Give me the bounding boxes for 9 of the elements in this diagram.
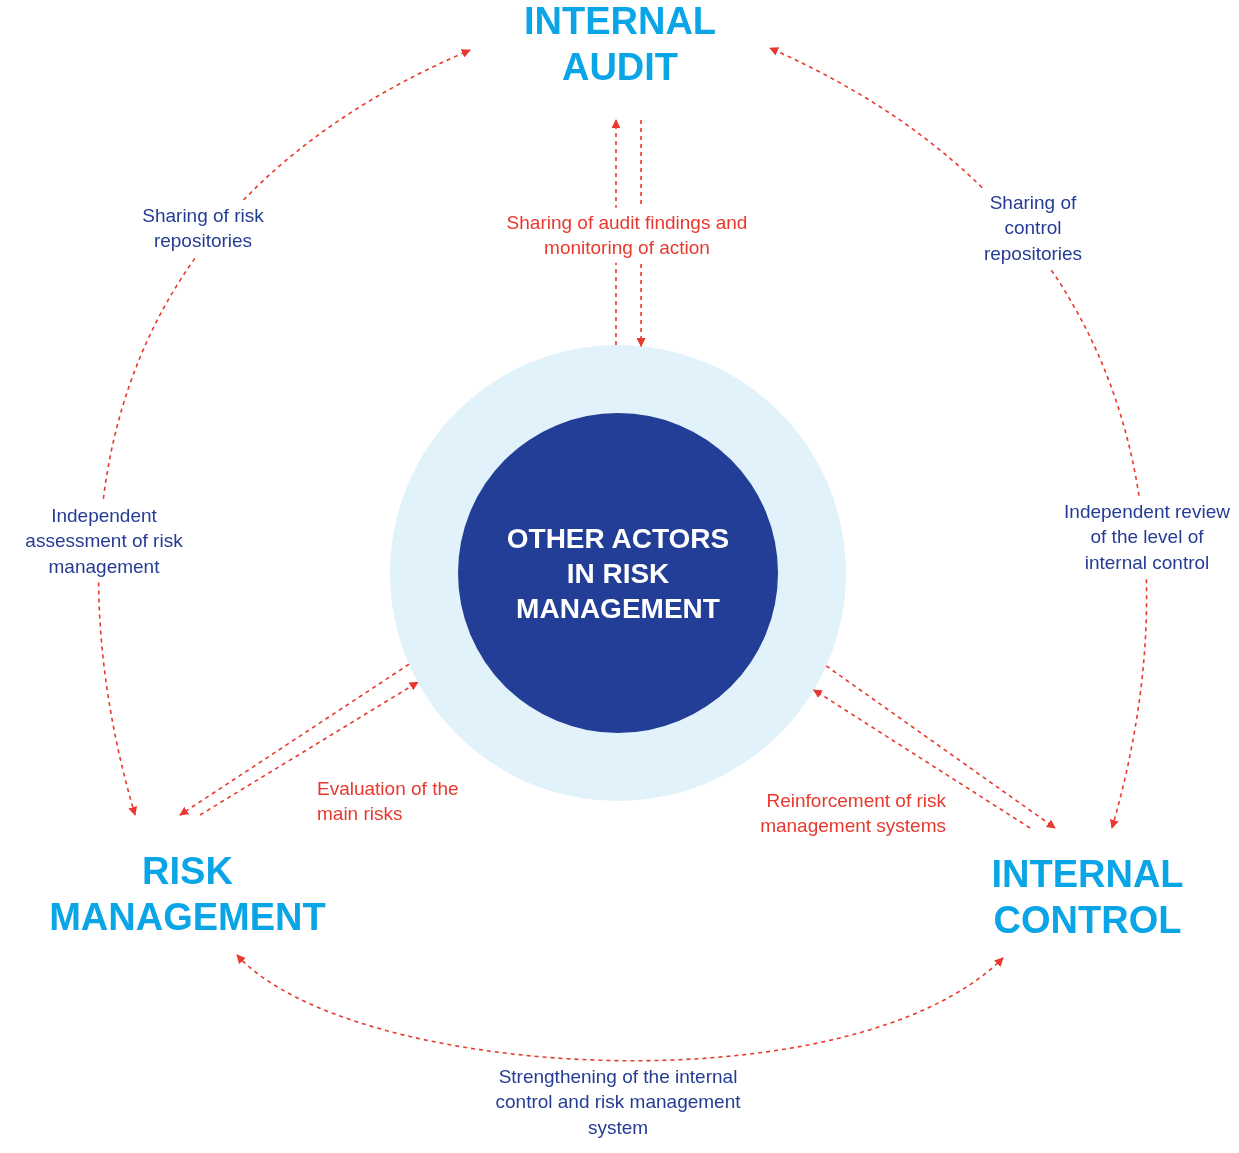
role-heading: RISK MANAGEMENT [48, 849, 327, 940]
dashed-arrow [236, 954, 1004, 1062]
dashed-arrow [179, 663, 410, 816]
role-heading: INTERNAL CONTROL [990, 852, 1185, 943]
circle-label: OTHER ACTORS IN RISK MANAGEMENT [505, 521, 731, 626]
dashed-arrow [812, 689, 1031, 829]
dashed-arrow [199, 681, 419, 816]
role-heading: INTERNAL AUDIT [522, 0, 718, 90]
dashed-arrow [825, 665, 1056, 829]
